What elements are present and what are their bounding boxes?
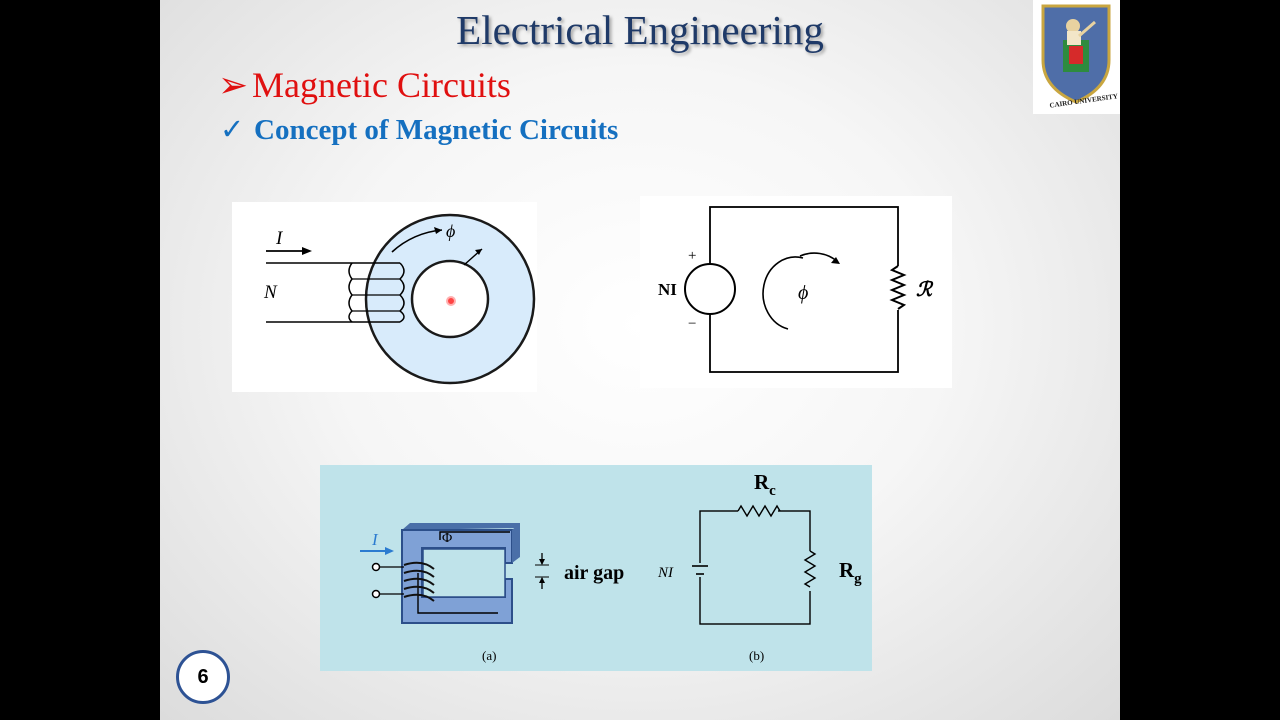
slide: Electrical Engineering CAIRO UNIVERSITY …: [160, 0, 1120, 720]
cairo-university-logo: CAIRO UNIVERSITY: [1033, 0, 1120, 114]
toroid-flux-label: ϕ: [446, 221, 455, 241]
reluctance-label: ℛ: [916, 279, 934, 301]
subheading-text: Concept of Magnetic Circuits: [254, 114, 619, 146]
circuit-flux-label: ϕ: [798, 282, 808, 304]
checkmark-bullet-icon: ✓: [220, 114, 245, 146]
toroid-figure: ϕ I N: [232, 202, 537, 392]
slide-title: Electrical Engineering: [456, 7, 824, 53]
subsection-heading: ✓ Concept of Magnetic Circuits: [220, 112, 618, 147]
air-gap-figure: Φ I air gap (a): [320, 465, 872, 671]
core-flux-label: Φ: [442, 531, 452, 546]
toroid-turns-label: N: [263, 282, 278, 303]
page-number-badge: 6: [176, 650, 230, 704]
magnetic-equivalent-circuit: + − NI ℛ ϕ: [640, 196, 952, 388]
source-plus-sign: +: [688, 248, 696, 264]
arrow-bullet-icon: ➢: [218, 65, 249, 105]
mmf-source-label: NI: [658, 280, 677, 299]
gap-source-label: NI: [657, 565, 674, 581]
caption-a: (a): [482, 648, 496, 663]
caption-b: (b): [749, 648, 764, 663]
air-gap-label: air gap: [564, 562, 624, 584]
gap-reluctance-label: Rg: [839, 558, 862, 587]
core-current-label: I: [371, 530, 379, 549]
section-heading: ➢Magnetic Circuits: [218, 64, 511, 106]
toroid-current-label: I: [275, 228, 284, 249]
core-reluctance-label: Rc: [754, 470, 776, 499]
heading-text: Magnetic Circuits: [252, 65, 511, 105]
source-minus-sign: −: [688, 316, 696, 332]
